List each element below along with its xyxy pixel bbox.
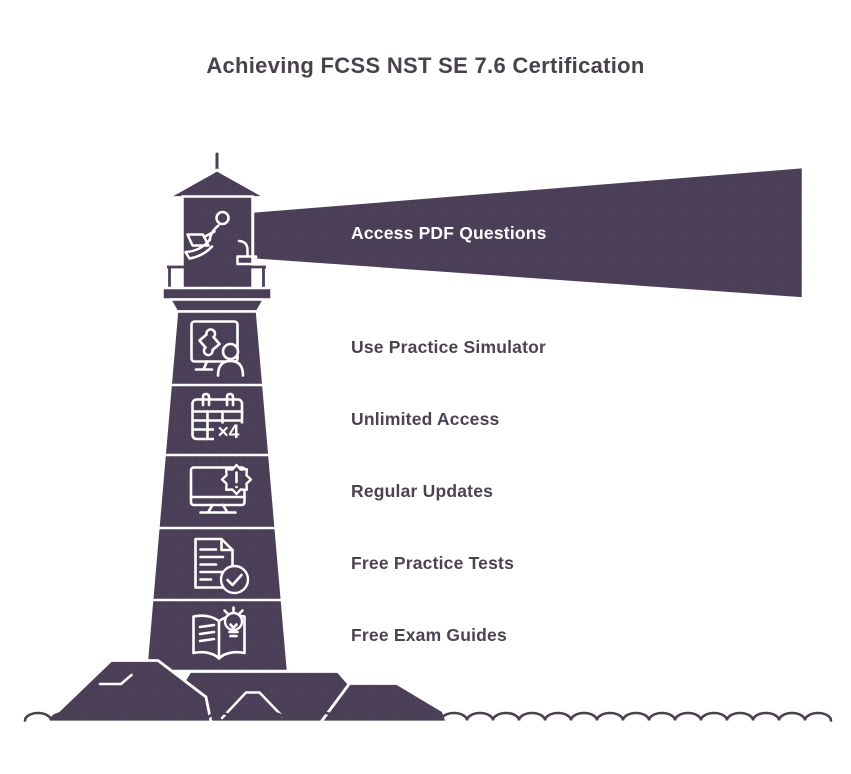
lighthouse-roof [166,168,268,199]
tower-section-dividers [151,383,284,602]
feature-label-regular-updates: Regular Updates [351,481,494,501]
practice-simulator-icon [190,320,245,377]
feature-label-practice-simulator: Use Practice Simulator [351,337,547,357]
lantern-room [181,195,254,291]
calendar-x4-icon: ×4 [191,392,244,443]
page-title: Achieving FCSS NST SE 7.6 Certification [206,53,645,78]
update-alert-icon [189,463,253,514]
person-laptop-icon [184,210,258,266]
book-lightbulb-icon [192,606,246,660]
feature-label-free-practice-tests: Free Practice Tests [351,553,515,573]
water-waves [23,711,833,722]
lighthouse-tower [144,310,290,673]
feature-label-unlimited-access: Unlimited Access [351,409,500,429]
calendar-x4-badge: ×4 [218,422,240,443]
platform-taper [168,298,266,313]
gallery-railing [167,265,266,288]
beam-label: Access PDF Questions [351,223,547,243]
document-check-icon [194,537,250,595]
gallery-platform [161,286,273,301]
feature-label-free-exam-guides: Free Exam Guides [351,625,507,645]
